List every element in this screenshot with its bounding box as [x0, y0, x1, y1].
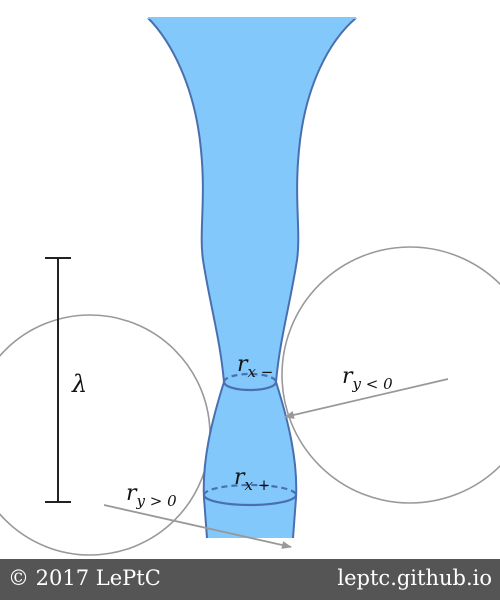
neck-ellipse-front — [222, 381, 278, 392]
lambda-label: λ — [71, 370, 87, 398]
label-r-x-plus: rx + — [234, 465, 270, 494]
footer-bar: © 2017 LePtC leptc.github.io — [0, 559, 500, 600]
bulge-ellipse-back — [202, 483, 298, 496]
fluid-jet — [148, 18, 356, 538]
copyright-text: © 2017 LePtC — [8, 566, 161, 590]
arrow-r-y-neg — [284, 378, 449, 419]
label-r-y-neg: ry < 0 — [342, 364, 393, 393]
site-link[interactable]: leptc.github.io — [337, 566, 492, 590]
neck-ellipse-back — [222, 372, 278, 383]
label-r-y-pos: ry > 0 — [126, 481, 177, 510]
jet-left-edge — [147, 17, 226, 539]
jet-right-edge — [274, 17, 357, 539]
label-r-x-minus: rx − — [237, 352, 273, 381]
curvature-circle-right — [281, 246, 500, 504]
curvature-circle-left — [0, 314, 211, 556]
arrow-r-y-pos — [103, 504, 292, 549]
bulge-ellipse-front — [202, 494, 298, 507]
